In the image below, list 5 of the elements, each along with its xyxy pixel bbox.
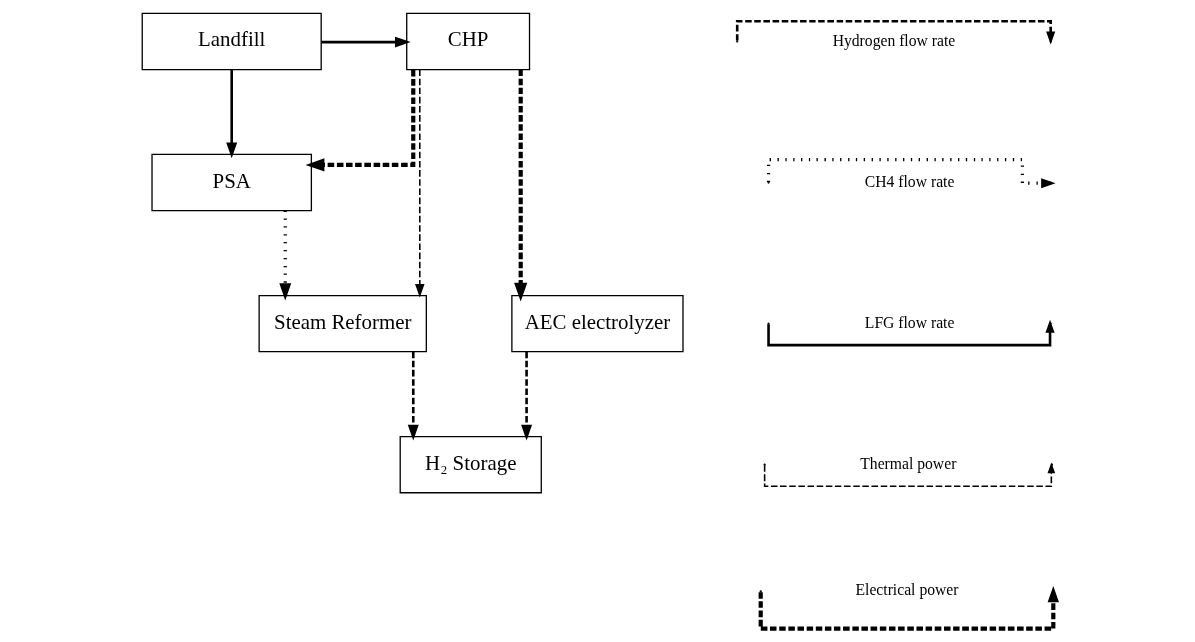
- legend-label: CH4 flow rate: [864, 172, 954, 190]
- legend-label: Hydrogen flow rate: [832, 31, 955, 49]
- legend-label: Electrical power: [855, 581, 959, 599]
- legend-label: Thermal power: [859, 454, 956, 472]
- legend-label: LFG flow rate: [864, 313, 954, 331]
